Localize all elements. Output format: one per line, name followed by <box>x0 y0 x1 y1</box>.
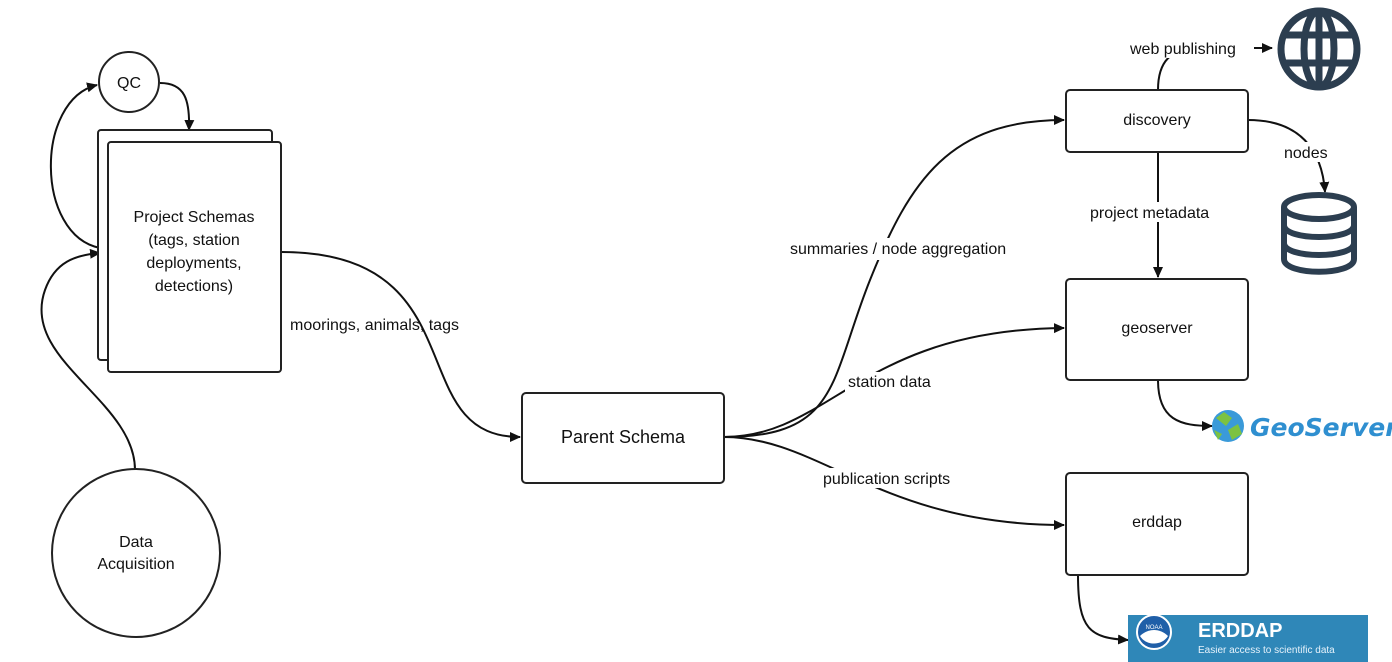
edge-acquisition-to-schemas <box>40 248 136 471</box>
project-schemas-label-3: deployments, <box>146 255 241 272</box>
parent-schema-label: Parent Schema <box>561 427 686 447</box>
edge-geoserver-to-logo <box>1157 379 1213 431</box>
qc-node <box>98 51 160 113</box>
edge-discovery-to-nodes <box>1247 119 1330 193</box>
edge-label-moorings: moorings, animals, tags <box>290 317 459 334</box>
edge-label-station-data: station data <box>848 374 931 391</box>
erddap-label: erddap <box>1132 514 1182 531</box>
geoserver-globe-icon <box>1212 410 1244 442</box>
discovery-label: discovery <box>1123 112 1191 129</box>
edge-qc-to-schemas <box>159 82 195 131</box>
edge-schemas-to-qc <box>49 82 101 249</box>
erddap-node <box>1065 472 1249 576</box>
erddap-logo-tagline: Easier access to scientific data <box>1198 645 1335 656</box>
parent-schema-node <box>521 392 725 484</box>
project-schemas-label-1: Project Schemas <box>134 209 255 226</box>
data-acquisition-label-1: Data <box>119 534 153 551</box>
geoserver-logo-text: GeoServer <box>1250 413 1392 442</box>
erddap-logo-title: ERDDAP <box>1198 620 1282 642</box>
edge-schemas-to-parent <box>280 251 521 442</box>
edge-label-publication-scripts: publication scripts <box>823 471 950 488</box>
discovery-node <box>1065 89 1249 153</box>
edge-label-project-metadata: project metadata <box>1090 205 1209 222</box>
project-schemas-node <box>107 141 282 373</box>
globe-icon <box>1277 7 1361 91</box>
qc-label: QC <box>117 75 141 92</box>
data-acquisition-label-2: Acquisition <box>97 556 174 573</box>
edge-erddap-to-logo <box>1077 574 1129 645</box>
project-schemas-label-4: detections) <box>155 278 233 295</box>
erddap-logo: NOAA ERDDAP Easier access to scientific … <box>1128 614 1368 662</box>
geoserver-label: geoserver <box>1121 320 1193 337</box>
edge-parent-to-discovery <box>723 115 1065 438</box>
geoserver-logo: GeoServer <box>1212 410 1392 442</box>
geoserver-node <box>1065 278 1249 381</box>
edge-label-summaries: summaries / node aggregation <box>790 241 1006 258</box>
project-schemas-label-2: (tags, station <box>148 232 240 249</box>
edge-label-web-publishing: web publishing <box>1129 41 1236 58</box>
noaa-text: NOAA <box>1145 625 1162 631</box>
data-acquisition-node <box>51 468 221 638</box>
database-icon <box>1281 192 1357 275</box>
edge-label-nodes: nodes <box>1284 145 1328 162</box>
